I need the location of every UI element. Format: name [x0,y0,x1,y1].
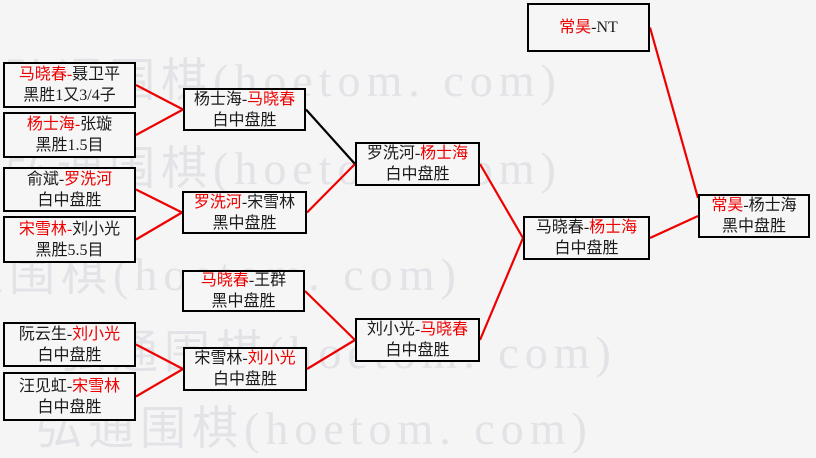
match-result: 白中盘胜 [37,398,102,416]
player-name: 张璇 [80,116,113,133]
player-name: 聂卫平 [72,66,121,83]
match-result: 白中盘胜 [385,342,450,359]
match-players: 马晓春-王群 [201,270,286,291]
bracket-edge-r1m4-r2m2 [135,211,183,241]
bracket-edge-r2m1-r3m1 [305,108,356,165]
match-box-r2m3: 马晓春-王群黑中盘胜 [182,270,305,312]
winner-name: 宋雪林- [18,220,73,238]
winner-name: 杨士海 [420,145,469,162]
player-name: 杨士海- [193,90,248,108]
player-name: -宋雪林 [241,193,296,211]
match-result: 白中盘胜 [212,111,277,129]
winner-name: 杨士海- [26,116,81,133]
player-name: -杨士海 [743,197,797,214]
match-box-r1m5: 阮云生-刘小光白中盘胜 [3,322,136,367]
player-name: 罗洗河- [366,145,421,162]
bracket-edge-r2m4-r3m2 [306,339,356,370]
bracket-edge-r2m3-r3m2 [304,290,356,341]
match-box-r2m1: 杨士海-马晓春白中盘胜 [183,88,306,131]
match-result: 白中盘胜 [37,346,102,364]
winner-name: 马晓春- [18,66,73,83]
match-players: 罗洗河-宋雪林 [194,192,295,213]
winner-name: 常昊 [711,197,744,214]
match-box-r1m6: 汪见虹-宋雪林白中盘胜 [3,372,136,421]
match-result: 黑中盘胜 [211,293,276,310]
match-box-nt: 常昊-NT [527,3,650,52]
winner-name: 杨士海 [589,219,638,236]
watermark-text: 弘通围棋(hoetom. com) [60,327,617,378]
match-players: 汪见虹-宋雪林 [19,376,120,397]
player-name: 汪见虹- [18,377,73,395]
bracket-edge-sf-final [649,215,699,239]
match-players: 罗洗河-杨士海 [367,143,468,164]
match-result: 黑中盘胜 [721,218,786,235]
match-result: 白中盘胜 [385,166,450,183]
bracket-edge-r3m1-sf [479,163,524,239]
match-players: 常昊-NT [559,17,618,38]
bracket-edge-r1m3-r2m2 [135,188,183,214]
match-box-r1m2: 杨士海-张璇黑胜1.5目 [3,112,136,158]
match-players: 俞斌-罗洗河 [27,169,112,190]
match-box-r2m4: 宋雪林-刘小光白中盘胜 [183,347,307,391]
match-players: 马晓春-杨士海 [536,217,637,238]
match-players: 刘小光-马晓春 [367,319,468,340]
bracket-edge-r1m5-r2m4 [135,343,184,370]
match-box-r3m2: 刘小光-马晓春白中盘胜 [355,318,480,362]
player-name: -王群 [248,272,287,289]
player-name: 刘小光- [366,321,421,338]
match-result: 黑胜5.5目 [35,241,104,259]
bracket-edge-r2m2-r3m1 [306,163,356,214]
match-box-r2m2: 罗洗河-宋雪林黑中盘胜 [182,191,307,234]
match-result: 白中盘胜 [212,371,277,388]
winner-name: 马晓春 [247,90,296,108]
bracket-edge-r1m2-r2m1 [135,108,184,136]
match-box-r1m1: 马晓春-聂卫平黑胜1又3/4子 [3,62,136,108]
winner-name: 罗洗河 [64,170,113,188]
winner-name: 马晓春 [420,321,469,338]
winner-name: 罗洗河 [193,193,242,211]
match-result: 白中盘胜 [37,191,102,209]
match-players: 宋雪林-刘小光 [19,219,120,240]
player-name: 马晓春- [535,219,590,236]
match-box-r3m1: 罗洗河-杨士海白中盘胜 [355,142,480,186]
winner-name: 刘小光 [247,350,296,367]
winner-name: 刘小光 [72,325,121,343]
match-result: 白中盘胜 [554,240,619,257]
player-name: 俞斌- [26,170,65,188]
bracket-edge-r3m2-sf [478,237,525,341]
bracket-edge-r1m6-r2m4 [135,368,184,398]
match-players: 常昊-杨士海 [711,195,796,216]
match-box-final: 常昊-杨士海黑中盘胜 [698,194,810,238]
match-players: 杨士海-张璇 [27,114,112,135]
match-players: 宋雪林-刘小光 [194,348,295,369]
match-box-sf: 马晓春-杨士海白中盘胜 [523,216,650,260]
winner-name: 宋雪林 [72,377,121,395]
match-box-r1m3: 俞斌-罗洗河白中盘胜 [3,167,136,212]
player-name: 宋雪林- [194,350,248,367]
bracket-edge-nt-final [648,27,700,199]
match-players: 杨士海-马晓春 [194,89,295,110]
player-name: 阮云生- [18,325,73,343]
match-result: 黑中盘胜 [212,214,277,232]
player-name: -NT [591,19,618,36]
player-name: 刘小光 [72,220,121,238]
bracket-edge-r1m1-r2m1 [135,84,184,111]
match-players: 马晓春-聂卫平 [19,64,120,85]
match-result: 黑胜1.5目 [35,137,104,154]
match-result: 黑胜1又3/4子 [23,87,116,104]
winner-name: 马晓春 [200,272,249,289]
match-players: 阮云生-刘小光 [19,324,120,345]
winner-name: 常昊 [559,19,592,36]
match-box-r1m4: 宋雪林-刘小光黑胜5.5目 [3,216,136,263]
